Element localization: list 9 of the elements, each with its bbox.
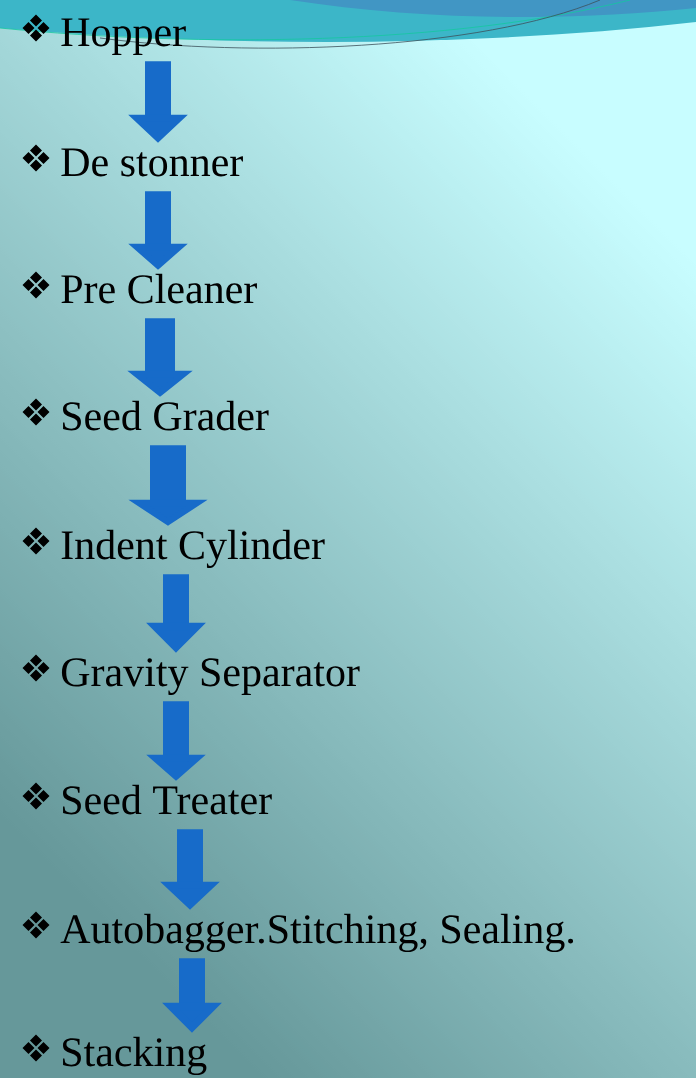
step-label: Seed Grader (63, 400, 269, 431)
step-label: Stacking (63, 1036, 207, 1076)
step-label: Seed Treater (63, 784, 272, 815)
step-label: Autobagger.Stitching, Sealing. (60, 913, 574, 953)
step-label: Indent Cylinder (61, 529, 325, 569)
step-label: Pre Cleaner (61, 273, 257, 304)
step-label: Gravity Separator (61, 658, 360, 696)
step-label: Hopper (61, 18, 186, 55)
step-label: De stonner (61, 148, 243, 177)
